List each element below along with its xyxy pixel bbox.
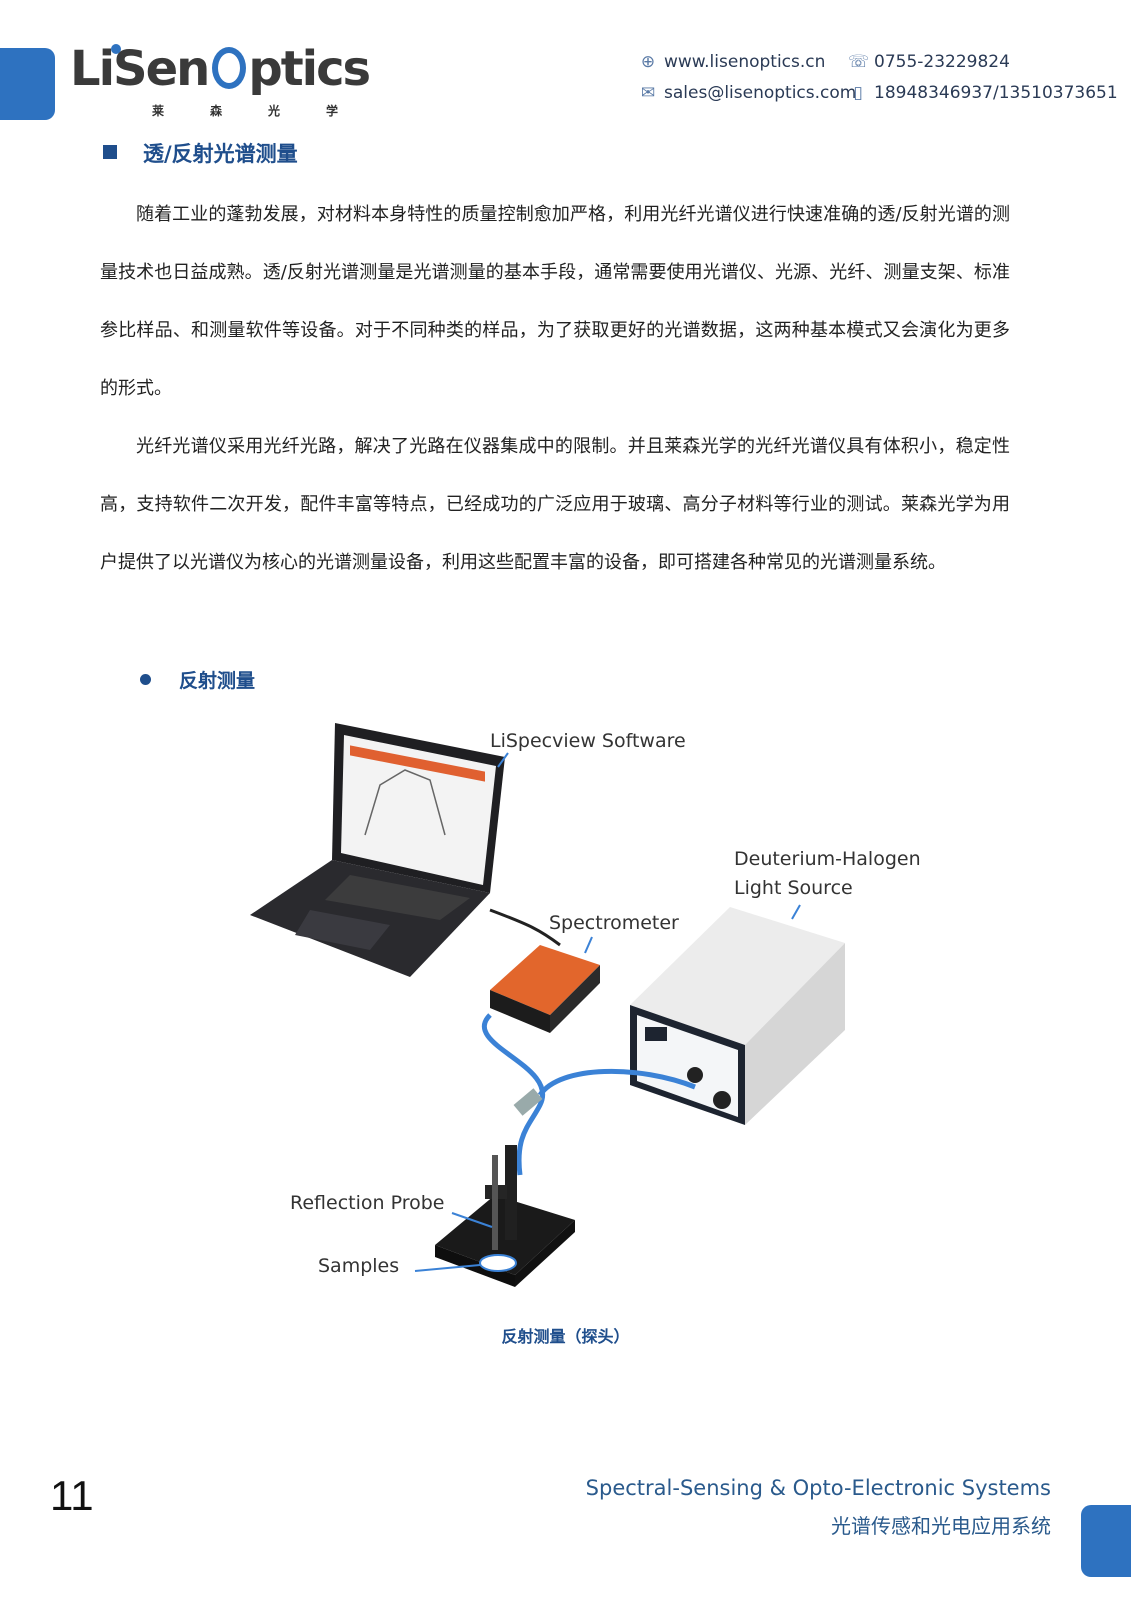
contact-mobile[interactable]: ▯18948346937/13510373651 — [848, 83, 1117, 103]
round-bullet-icon — [140, 674, 151, 685]
contact-phone[interactable]: ☏0755-23229824 — [848, 52, 1010, 72]
setup-illustration — [250, 723, 845, 1287]
probe-stand-icon — [435, 1145, 575, 1287]
contact-email[interactable]: ✉sales@lisenoptics.com — [638, 83, 856, 103]
spectrometer-icon — [490, 945, 600, 1033]
figure-caption: 反射测量（探头） — [501, 1327, 630, 1346]
contact-website[interactable]: ⊕www.lisenoptics.cn — [638, 52, 826, 72]
label-spectrometer: Spectrometer — [549, 912, 679, 934]
square-bullet-icon — [103, 145, 117, 159]
globe-icon: ⊕ — [640, 52, 656, 72]
footer-title-en: Spectral-Sensing & Opto-Electronic Syste… — [585, 1476, 1051, 1500]
label-samples: Samples — [318, 1255, 400, 1277]
label-light-source-line2: Light Source — [734, 877, 853, 899]
paragraph-2: 光纤光谱仪采用光纤光路，解决了光路在仪器集成中的限制。并且莱森光学的光纤光谱仪具… — [100, 436, 1010, 573]
logo-dot — [111, 44, 121, 54]
mobile-icon: ▯ — [853, 83, 863, 103]
corner-tab-top — [0, 48, 55, 120]
paragraph-1: 随着工业的蓬勃发展，对材料本身特性的质量控制愈加严格，利用光纤光谱仪进行快速准确… — [100, 204, 1010, 399]
laptop-icon — [250, 723, 505, 977]
section-title: 透/反射光谱测量 — [103, 138, 298, 168]
label-reflection-probe: Reflection Probe — [290, 1192, 445, 1214]
footer-title-cn: 光谱传感和光电应用系统 — [831, 1514, 1051, 1538]
label-light-source-line1: Deuterium-Halogen — [734, 848, 921, 870]
page-number: 11 — [50, 1472, 94, 1519]
body-text: 随着工业的蓬勃发展，对材料本身特性的质量控制愈加严格，利用光纤光谱仪进行快速准确… — [100, 186, 1010, 592]
corner-tab-bottom — [1081, 1505, 1131, 1577]
subsection-title: 反射测量 — [140, 666, 255, 693]
phone-icon: ☏ — [848, 52, 870, 72]
label-software: LiSpecview Software — [490, 730, 686, 752]
mail-icon: ✉ — [640, 83, 656, 103]
reflection-setup-diagram: LiSpecview Software Deuterium-Halogen Li… — [240, 715, 960, 1325]
light-source-icon — [630, 907, 845, 1125]
logo-o-ring — [212, 47, 247, 89]
logo-chinese-name: 莱森光学 — [152, 104, 385, 118]
